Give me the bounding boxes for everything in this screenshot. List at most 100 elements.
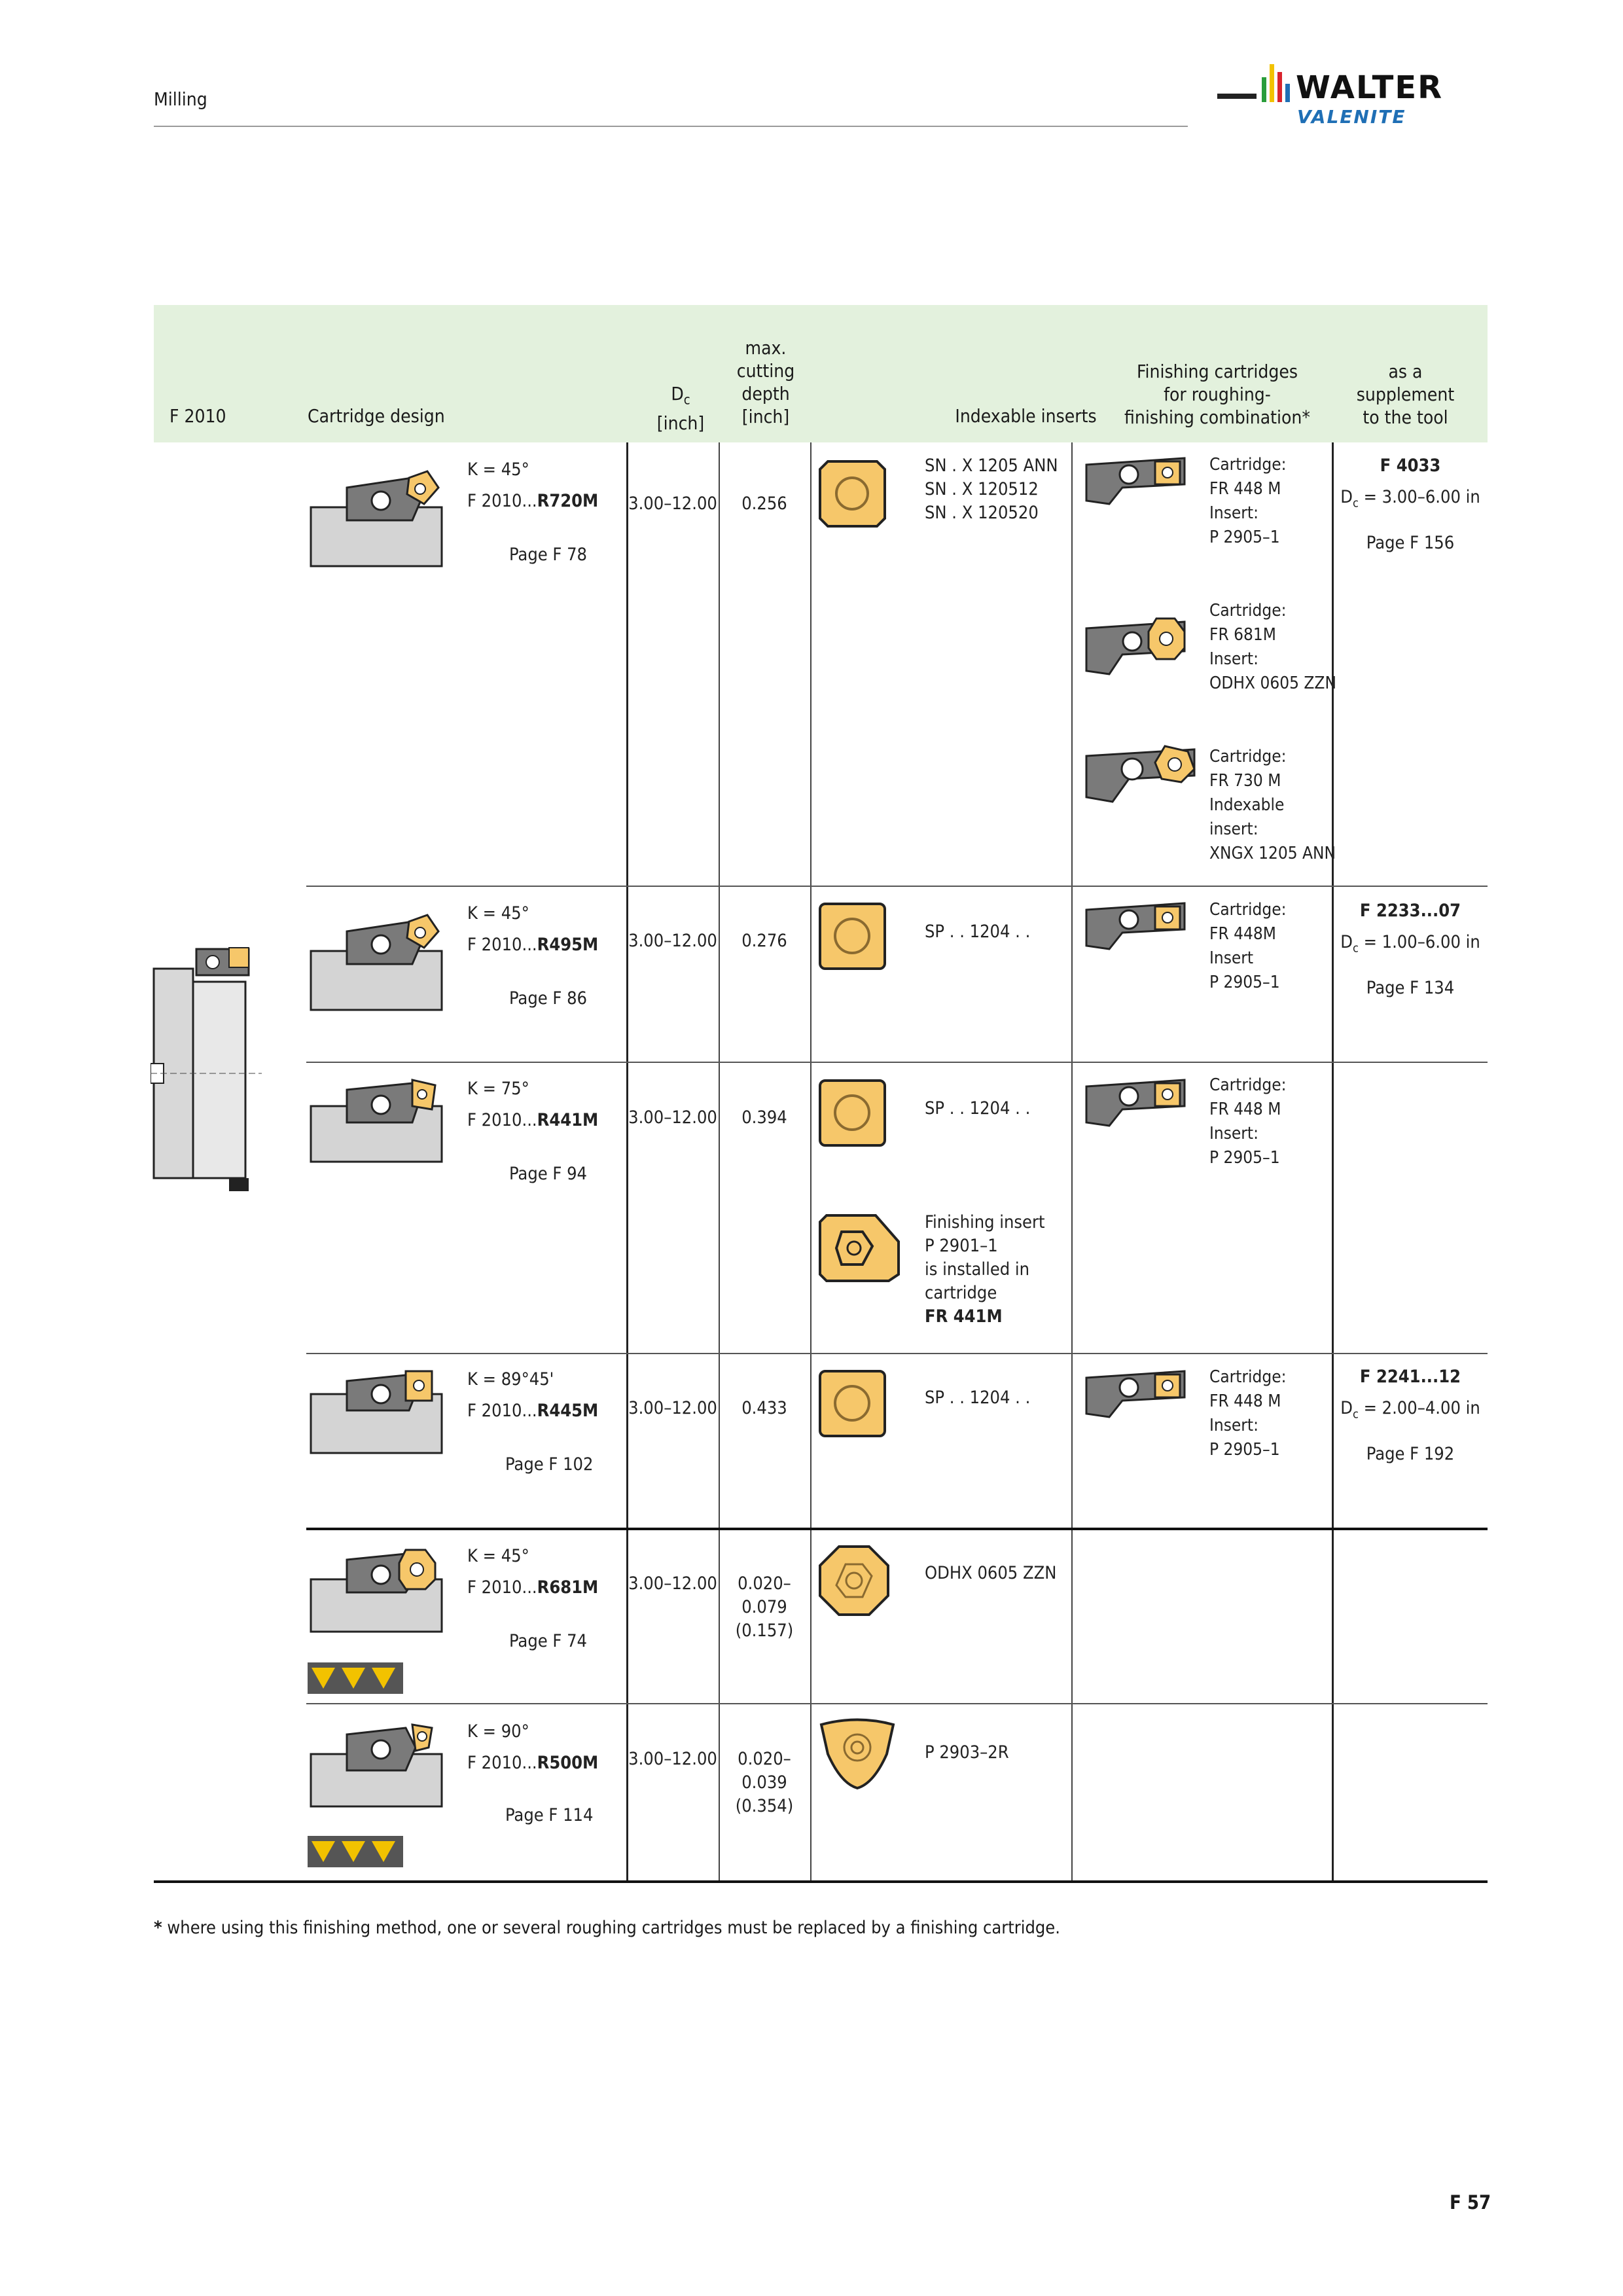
cartridge-code: F 2010...R720M (467, 491, 599, 511)
depth-value: 0.276 (741, 931, 787, 951)
insert-image (818, 1079, 887, 1150)
insert-designations: ODHX 0605 ZZN (925, 1563, 1057, 1583)
finishing-cartridge-image (1083, 740, 1201, 808)
depth-value: 0.020–0.039(0.354) (735, 1749, 794, 1816)
row-separator (306, 886, 1488, 887)
cartridge-design-image (308, 1073, 445, 1168)
table-bottom-rule (154, 1880, 1488, 1883)
depth-value: 0.256 (741, 493, 787, 514)
insert-designations: SP . . 1204 . . (925, 1098, 1031, 1119)
depth-value: 0.020–0.079(0.157) (735, 1573, 794, 1641)
cartridge-code: F 2010...R500M (467, 1753, 599, 1773)
kappa-angle: K = 75° (467, 1079, 529, 1099)
dc-value: 3.00–12.00 (628, 1398, 717, 1418)
page-number: F 57 (1450, 2191, 1491, 2214)
page-ref: Page F 78 (509, 545, 587, 565)
row-separator (306, 1528, 1488, 1530)
col-indexable-inserts: Indexable inserts (955, 405, 1097, 427)
kappa-angle: K = 45° (467, 903, 529, 924)
col-f2010: F 2010 (169, 405, 226, 427)
walter-valenite-logo: WALTER VALENITE (1211, 58, 1492, 133)
supplement-dc: Dc = 2.00–4.00 in (1340, 1398, 1480, 1422)
finishing-cartridge-image (1083, 455, 1188, 510)
supplement-page: Page F 156 (1366, 533, 1455, 553)
supplement-title: F 2233...07 (1359, 901, 1461, 921)
insert-designations: SP . . 1204 . . (925, 1388, 1031, 1408)
cartridge-design-image (308, 1543, 445, 1638)
finishing-cartridge-image (1083, 1368, 1188, 1423)
logo-graphic: WALTER VALENITE (1217, 64, 1443, 128)
header-rule (154, 126, 1188, 127)
dc-value: 3.00–12.00 (628, 493, 717, 514)
page-ref: Page F 74 (509, 1631, 587, 1651)
cartridge-code: F 2010...R445M (467, 1401, 599, 1421)
finishing-cartridge-image (1083, 1077, 1188, 1132)
row-separator (306, 1062, 1488, 1063)
insert-designations: SP . . 1204 . . (925, 922, 1031, 942)
kappa-angle: K = 89°45' (467, 1369, 554, 1390)
row-separator (306, 1703, 1488, 1704)
finishing-indicator-icon (308, 1836, 403, 1870)
supplement-page: Page F 192 (1366, 1444, 1455, 1464)
svg-text:WALTER: WALTER (1296, 69, 1443, 106)
depth-value: 0.394 (741, 1107, 787, 1128)
table-header: F 2010 Cartridge design Dc [inch] max.cu… (154, 305, 1488, 442)
col-depth: max.cutting depth[inch] (736, 337, 795, 427)
svg-text:VALENITE: VALENITE (1297, 106, 1406, 128)
supplement-dc: Dc = 1.00–6.00 in (1340, 932, 1480, 956)
page-ref: Page F 102 (505, 1454, 594, 1475)
dc-value: 3.00–12.00 (628, 931, 717, 951)
cartridge-design-image (308, 1365, 445, 1459)
insert-image (818, 902, 887, 973)
supplement-title: F 2241...12 (1359, 1367, 1461, 1387)
col-divider-depth (719, 442, 720, 1882)
col-divider-dc (626, 442, 628, 1882)
milling-tool-image (150, 942, 262, 1207)
col-dc: Dc [inch] (656, 383, 705, 434)
cartridge-code: F 2010...R681M (467, 1577, 599, 1598)
kappa-angle: K = 45° (467, 1546, 529, 1566)
kappa-angle: K = 45° (467, 459, 529, 480)
cartridge-design-image (308, 1718, 445, 1812)
col-divider-inserts (810, 442, 812, 1882)
section-title: Milling (154, 88, 207, 110)
finishing-insert-image (817, 1212, 902, 1287)
cartridge-code: F 2010...R441M (467, 1110, 599, 1130)
finishing-cartridge-image (1083, 900, 1188, 955)
col-cartridge-design: Cartridge design (308, 405, 445, 427)
cartridge-design-image (308, 902, 445, 1016)
supplement-page: Page F 134 (1366, 978, 1455, 998)
finishing-indicator-icon (308, 1662, 403, 1696)
insert-image (818, 1718, 897, 1793)
depth-value: 0.433 (741, 1398, 787, 1418)
dc-value: 3.00–12.00 (628, 1749, 717, 1769)
page-ref: Page F 94 (509, 1164, 587, 1184)
col-divider-finishing (1071, 442, 1073, 1882)
insert-image (818, 1369, 887, 1441)
page-ref: Page F 86 (509, 988, 587, 1009)
supplement-dc: Dc = 3.00–6.00 in (1340, 487, 1480, 511)
cartridge-design-image (308, 458, 445, 572)
footnote: * where using this finishing method, one… (154, 1918, 1060, 1938)
dc-value: 3.00–12.00 (628, 1573, 717, 1594)
cartridge-code: F 2010...R495M (467, 935, 599, 955)
insert-image (818, 459, 887, 531)
row-separator (306, 1353, 1488, 1354)
insert-image (818, 1545, 890, 1619)
kappa-angle: K = 90° (467, 1721, 529, 1742)
dc-value: 3.00–12.00 (628, 1107, 717, 1128)
finishing-cartridge-image (1083, 612, 1188, 680)
insert-designations: P 2903–2R (925, 1742, 1009, 1763)
supplement-title: F 4033 (1380, 456, 1441, 476)
col-divider-supplement (1332, 442, 1334, 1882)
